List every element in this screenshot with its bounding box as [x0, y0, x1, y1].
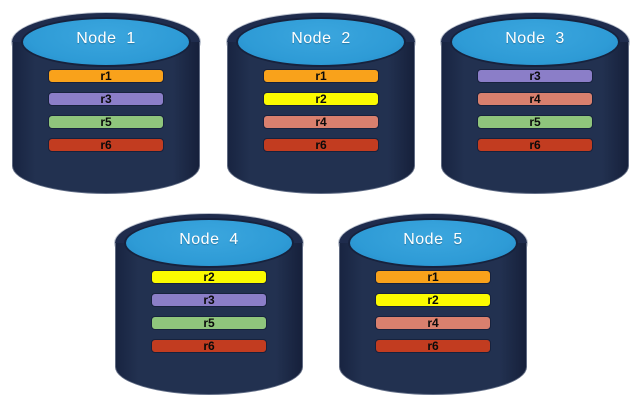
replica-bar-r6: r6 — [375, 339, 491, 353]
replica-label: r6 — [100, 138, 112, 152]
replica-bar-r2: r2 — [263, 92, 379, 106]
replica-label: r2 — [203, 270, 215, 284]
replica-bar-r6: r6 — [263, 138, 379, 152]
replica-bar-r3: r3 — [477, 69, 593, 83]
replica-label: r2 — [315, 92, 327, 106]
replica-label: r1 — [427, 270, 439, 284]
replica-list: r1 r3 r5 r6 — [48, 69, 164, 152]
node-title: Node 5 — [403, 231, 463, 248]
node-cylinder-2: Node 2 r1 r2 r4 r6 — [227, 13, 415, 194]
node-cylinder-1: Node 1 r1 r3 r5 r6 — [12, 13, 200, 194]
replica-bar-r1: r1 — [263, 69, 379, 83]
replica-label: r6 — [315, 138, 327, 152]
replica-label: r5 — [529, 115, 541, 129]
replica-list: r1 r2 r4 r6 — [263, 69, 379, 152]
replica-label: r2 — [427, 293, 439, 307]
replica-bar-r5: r5 — [48, 115, 164, 129]
replica-bar-r5: r5 — [477, 115, 593, 129]
replica-bar-r3: r3 — [48, 92, 164, 106]
replica-bar-r1: r1 — [48, 69, 164, 83]
replica-bar-r4: r4 — [375, 316, 491, 330]
replica-bar-r2: r2 — [375, 293, 491, 307]
replica-label: r3 — [100, 92, 112, 106]
replica-label: r5 — [100, 115, 112, 129]
node-title: Node 4 — [179, 231, 239, 248]
replica-label: r3 — [529, 69, 541, 83]
replica-bar-r3: r3 — [151, 293, 267, 307]
replica-bar-r2: r2 — [151, 270, 267, 284]
replica-bar-r4: r4 — [477, 92, 593, 106]
node-title: Node 1 — [76, 30, 136, 47]
replica-bar-r4: r4 — [263, 115, 379, 129]
replica-list: r2 r3 r5 r6 — [151, 270, 267, 353]
node-title: Node 3 — [505, 30, 565, 47]
replica-bar-r6: r6 — [477, 138, 593, 152]
replica-label: r4 — [427, 316, 439, 330]
replica-list: r1 r2 r4 r6 — [375, 270, 491, 353]
cylinder-top-face — [450, 17, 620, 67]
cylinder-top-face — [21, 17, 191, 67]
replica-label: r6 — [529, 138, 541, 152]
replica-bar-r1: r1 — [375, 270, 491, 284]
replica-bar-r6: r6 — [48, 138, 164, 152]
replica-label: r1 — [315, 69, 327, 83]
node-cylinder-4: Node 4 r2 r3 r5 r6 — [115, 214, 303, 395]
replica-label: r6 — [427, 339, 439, 353]
replica-label: r4 — [315, 115, 327, 129]
node-cylinder-3: Node 3 r3 r4 r5 r6 — [441, 13, 629, 194]
cylinder-top-face — [236, 17, 406, 67]
replica-list: r3 r4 r5 r6 — [477, 69, 593, 152]
node-title: Node 2 — [291, 30, 351, 47]
node-cylinder-5: Node 5 r1 r2 r4 r6 — [339, 214, 527, 395]
replica-label: r3 — [203, 293, 215, 307]
replica-bar-r5: r5 — [151, 316, 267, 330]
replica-bar-r6: r6 — [151, 339, 267, 353]
cylinder-top-face — [348, 218, 518, 268]
replica-label: r1 — [100, 69, 112, 83]
cylinder-top-face — [124, 218, 294, 268]
replica-label: r4 — [529, 92, 541, 106]
replica-label: r5 — [203, 316, 215, 330]
replica-label: r6 — [203, 339, 215, 353]
